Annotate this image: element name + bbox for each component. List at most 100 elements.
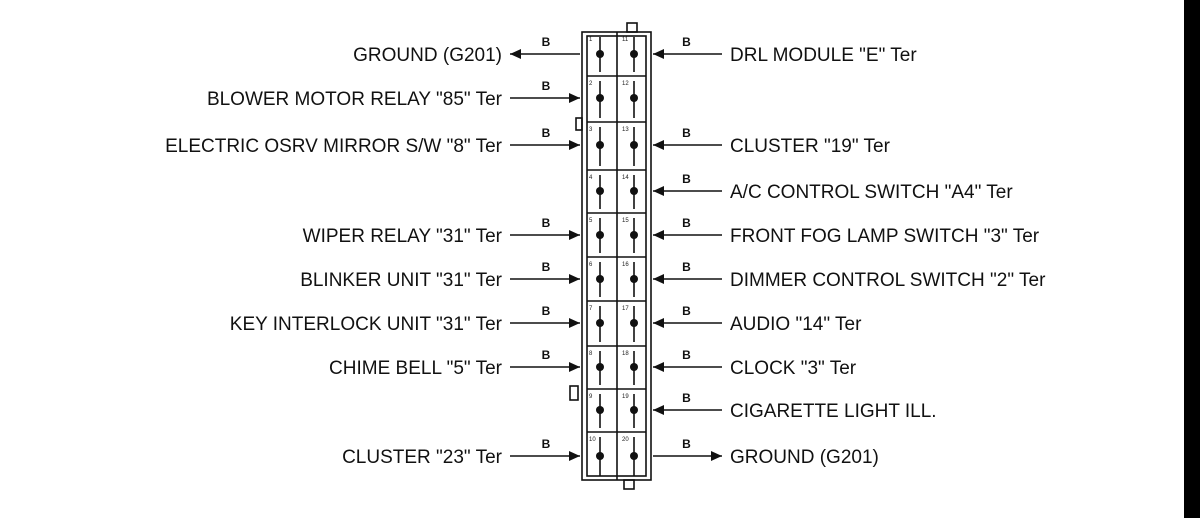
arrowhead	[653, 49, 664, 59]
image-edge-bar	[1184, 0, 1200, 518]
left-circuits: B GROUND (G201) B BLOWER MOTOR RELAY "85" T…	[165, 35, 580, 468]
pin-dot-right	[630, 50, 638, 58]
arrowhead	[653, 318, 664, 328]
pin-number-left: 10	[589, 437, 596, 443]
wire-color-label: B	[542, 304, 551, 318]
wire-color-label: B	[682, 172, 691, 186]
pin-dot-left	[596, 187, 604, 195]
circuit-label-left: GROUND (G201)	[353, 45, 502, 66]
circuit-label-right: A/C CONTROL SWITCH "A4" Ter	[730, 182, 1013, 203]
circuit-label-left: CLUSTER "23" Ter	[342, 447, 503, 468]
circuit-label-left: ELECTRIC OSRV MIRROR S/W "8" Ter	[165, 136, 503, 157]
wire-color-label: B	[682, 35, 691, 49]
circuit-label-right: CIGARETTE LIGHT ILL.	[730, 401, 937, 422]
wire-color-label: B	[542, 126, 551, 140]
pin-dot-left	[596, 141, 604, 149]
pin-dot-left	[596, 275, 604, 283]
pin-dot-left	[596, 231, 604, 239]
pin-number-right: 19	[622, 394, 629, 400]
pin-number-right: 14	[622, 175, 629, 181]
arrowhead	[653, 362, 664, 372]
pin-dot-right	[630, 452, 638, 460]
wire-color-label: B	[682, 437, 691, 451]
arrowhead	[569, 230, 580, 240]
pin-number-right: 12	[622, 81, 629, 87]
connector-latch-upper	[575, 117, 583, 131]
pin-dot-right	[630, 187, 638, 195]
circuit-label-right: AUDIO "14" Ter	[730, 314, 862, 335]
circuit-label-right: GROUND (G201)	[730, 447, 879, 468]
pin-number-right: 15	[622, 218, 629, 224]
arrowhead	[510, 49, 521, 59]
pin-number-left: 4	[589, 175, 593, 181]
arrowhead	[711, 451, 722, 461]
circuit-label-right: FRONT FOG LAMP SWITCH "3" Ter	[730, 226, 1040, 247]
pin-number-right: 17	[622, 306, 629, 312]
wire-color-label: B	[542, 35, 551, 49]
pin-dot-right	[630, 231, 638, 239]
pin-number-right: 13	[622, 127, 629, 133]
pin-number-left: 5	[589, 218, 593, 224]
arrowhead	[569, 274, 580, 284]
arrowhead	[569, 451, 580, 461]
wire-color-label: B	[682, 391, 691, 405]
circuit-label-right: CLOCK "3" Ter	[730, 358, 857, 379]
wire-color-label: B	[542, 437, 551, 451]
pin-number-left: 3	[589, 127, 593, 133]
pin-number-left: 1	[589, 37, 593, 43]
connector-key-bottom	[623, 479, 635, 490]
pin-number-right: 16	[622, 262, 629, 268]
arrowhead	[653, 274, 664, 284]
wire-color-label: B	[542, 348, 551, 362]
wire-color-label: B	[682, 216, 691, 230]
pin-dot-left	[596, 406, 604, 414]
pin-dot-left	[596, 94, 604, 102]
wire-color-label: B	[682, 126, 691, 140]
pin-dot-left	[596, 319, 604, 327]
wire-color-label: B	[682, 304, 691, 318]
pin-dot-right	[630, 94, 638, 102]
circuit-label-right: DIMMER CONTROL SWITCH "2" Ter	[730, 270, 1046, 291]
pin-number-right: 20	[622, 437, 629, 443]
pin-number-right: 11	[622, 37, 629, 43]
pin-dot-right	[630, 406, 638, 414]
pin-dot-left	[596, 363, 604, 371]
arrowhead	[569, 93, 580, 103]
pin-number-right: 18	[622, 351, 629, 357]
arrowhead	[653, 186, 664, 196]
wire-color-label: B	[682, 260, 691, 274]
pin-dot-left	[596, 452, 604, 460]
wire-color-label: B	[542, 216, 551, 230]
arrowhead	[653, 405, 664, 415]
arrowhead	[569, 140, 580, 150]
pin-dot-right	[630, 275, 638, 283]
pin-dot-right	[630, 363, 638, 371]
circuit-label-right: CLUSTER "19" Ter	[730, 136, 891, 157]
pin-dot-right	[630, 141, 638, 149]
wire-color-label: B	[542, 79, 551, 93]
arrowhead	[653, 140, 664, 150]
arrowhead	[653, 230, 664, 240]
circuit-label-left: BLINKER UNIT "31" Ter	[300, 270, 502, 291]
pin-dot-right	[630, 319, 638, 327]
arrowhead	[569, 318, 580, 328]
connector-key-top	[626, 22, 638, 33]
wire-color-label: B	[682, 348, 691, 362]
pin-number-left: 7	[589, 306, 593, 312]
wire-color-label: B	[542, 260, 551, 274]
circuit-label-left: BLOWER MOTOR RELAY "85" Ter	[207, 89, 503, 110]
circuit-label-left: CHIME BELL "5" Ter	[329, 358, 503, 379]
pin-dot-left	[596, 50, 604, 58]
arrowhead	[569, 362, 580, 372]
circuit-label-left: WIPER RELAY "31" Ter	[303, 226, 503, 247]
pin-number-left: 6	[589, 262, 593, 268]
pin-number-left: 2	[589, 81, 593, 87]
pin-number-left: 8	[589, 351, 593, 357]
circuit-label-right: DRL MODULE "E" Ter	[730, 45, 917, 66]
circuit-label-left: KEY INTERLOCK UNIT "31" Ter	[230, 314, 503, 335]
connector-latch-lower	[569, 385, 579, 401]
